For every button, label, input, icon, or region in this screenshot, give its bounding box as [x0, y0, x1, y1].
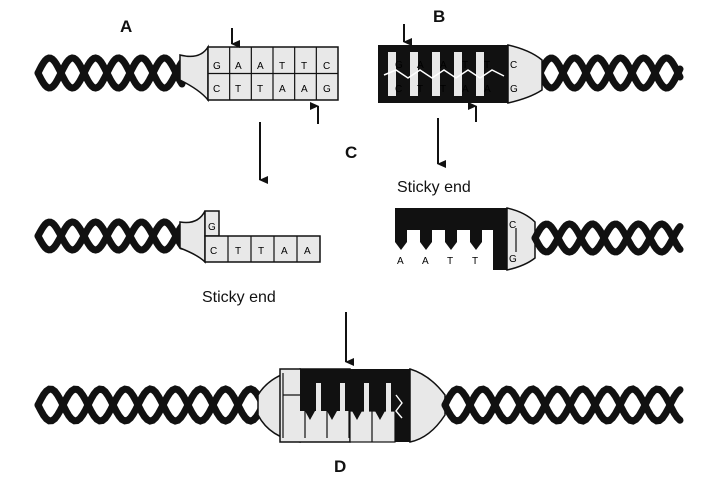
panel-d-recombinant-site — [258, 369, 445, 442]
site-a-top-base: C — [323, 61, 330, 72]
site-a-bottom-base: T — [257, 84, 263, 95]
site-a-top-base: T — [301, 61, 307, 72]
fragment-c-left-bottom-base: T — [258, 246, 264, 257]
panel-b-recognition-site: G A A T T C C T T A A G — [378, 45, 542, 103]
panel-c-right-helix — [535, 224, 680, 252]
panel-c-right-sticky-end: A A T T C G — [395, 208, 535, 270]
sticky-end-caption-right: Sticky end — [397, 179, 471, 196]
panel-d-helix-right — [445, 389, 680, 421]
panel-a-recognition-site: G A A T T C C T T A A G — [180, 47, 338, 100]
site-a-bottom-base: T — [235, 84, 241, 95]
fragment-c-left-bottom-base: A — [281, 246, 288, 257]
panel-label-b: B — [433, 7, 445, 26]
sticky-end-caption-left: Sticky end — [202, 289, 276, 306]
site-b-top-base: T — [484, 60, 490, 71]
fragment-c-left-bottom-base: C — [210, 246, 217, 257]
panel-c-left-sticky-end: G C T T A A — [180, 211, 320, 262]
site-b-top-base: C — [510, 60, 517, 71]
site-b-bottom-base: C — [395, 84, 402, 95]
site-b-top-base: T — [462, 60, 468, 71]
panel-label-c: C — [345, 143, 357, 162]
panel-d-helix-left — [38, 389, 262, 421]
site-b-top-base: G — [395, 60, 403, 71]
site-b-bottom-base: T — [440, 84, 446, 95]
site-a-top-base: A — [257, 61, 264, 72]
panel-a-helix — [38, 58, 182, 88]
site-b-top-base: A — [440, 60, 447, 71]
site-a-bottom-base: A — [301, 84, 308, 95]
site-a-bottom-base: G — [323, 84, 331, 95]
panel-b-helix — [540, 58, 680, 88]
fragment-c-right-overhang-base: A — [397, 256, 404, 267]
fragment-c-right-overhang-base: T — [447, 256, 453, 267]
site-a-top-base: A — [235, 61, 242, 72]
site-b-bottom-base: G — [510, 84, 518, 95]
site-b-bottom-base: T — [417, 84, 423, 95]
fragment-c-right-overhang-base: T — [472, 256, 478, 267]
site-a-bottom-base: A — [279, 84, 286, 95]
panel-c-left-helix — [38, 222, 182, 250]
site-a-bottom-base: C — [213, 84, 220, 95]
site-b-bottom-base: A — [462, 84, 469, 95]
fragment-c-left-bottom-base: T — [235, 246, 241, 257]
fragment-c-right-overhang-base: A — [422, 256, 429, 267]
fragment-c-left-bottom-base: A — [304, 246, 311, 257]
panel-label-a: A — [120, 17, 132, 36]
panel-label-d: D — [334, 457, 346, 476]
fragment-c-left-top-base: G — [208, 222, 216, 233]
site-a-top-base: G — [213, 61, 221, 72]
site-b-top-base: A — [417, 60, 424, 71]
site-a-top-base: T — [279, 61, 285, 72]
site-b-bottom-base: A — [484, 84, 491, 95]
fragment-c-right-end-top: C — [509, 220, 516, 231]
fragment-c-right-end-bottom: G — [509, 254, 517, 265]
